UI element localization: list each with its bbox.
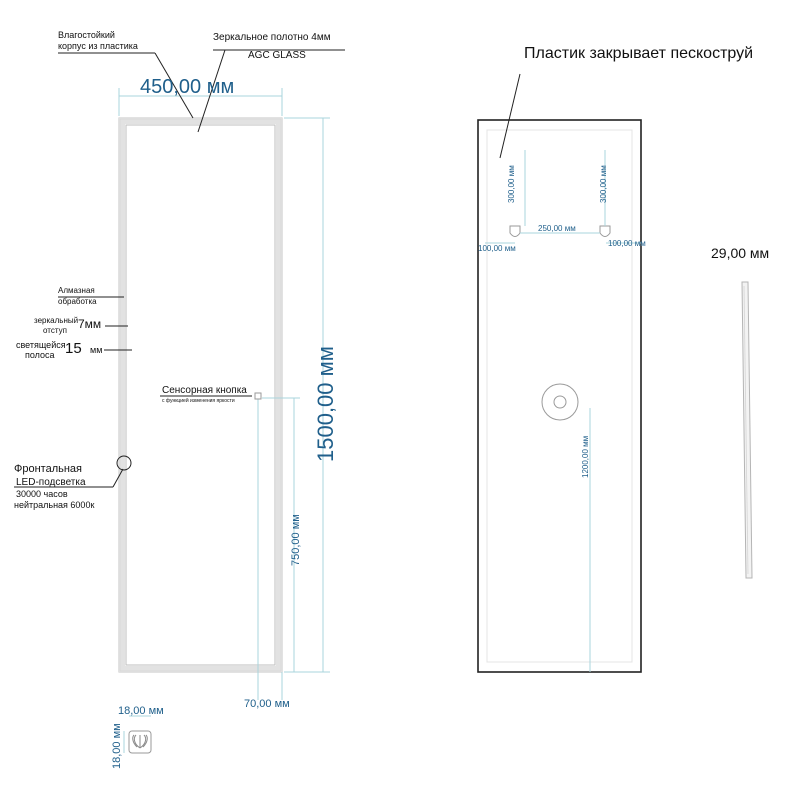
plastic-leader	[499, 73, 521, 159]
button-width-label: 18,00 мм	[118, 705, 164, 717]
mount-right-hook	[599, 225, 611, 237]
mirror-offset-label-line1: зеркальный	[34, 316, 79, 325]
sensor-label: Сенсорная кнопка	[162, 385, 247, 396]
height-dimension-label: 1500,00 мм	[313, 346, 338, 462]
height-dimension-guides	[284, 117, 330, 673]
depth-dimension-label: 29,00 мм	[711, 245, 770, 261]
strip-unit: мм	[90, 345, 103, 355]
side-profile	[741, 281, 753, 579]
touch-button-icon	[128, 730, 152, 754]
width-dimension-label: 450,00 мм	[140, 76, 235, 98]
strip-label-line1: светящейся	[16, 340, 66, 350]
button-dimension-guides	[123, 715, 151, 753]
led-label-line2: LED-подсветка	[16, 477, 86, 488]
mount-spacing-label: 250,00 мм	[538, 224, 576, 233]
outlet-inner-ring	[553, 395, 567, 409]
back-dimension-guides	[485, 150, 641, 672]
side-profile-glass-line	[743, 285, 749, 575]
sensor-sublabel: с функцией изменения яркости	[162, 398, 235, 404]
sensor-offset-label: 70,00 мм	[244, 698, 290, 710]
sensor-height-label: 750,00 мм	[290, 514, 302, 566]
led-callout-circle	[116, 455, 132, 471]
glass-label-line2: AGC GLASS	[248, 50, 306, 61]
left-side-offset-label: 100,00 мм	[478, 244, 516, 253]
button-height-label: 18,00 мм	[111, 723, 123, 769]
front-leaders	[14, 49, 345, 488]
led-strip-band	[119, 118, 282, 672]
mount-left	[509, 225, 521, 237]
led-label-line3: 30000 часов	[16, 489, 68, 499]
housing-label-line1: Влагостойкий	[58, 30, 115, 40]
strip-value: 15	[65, 340, 82, 357]
back-mirror	[477, 119, 642, 673]
plastic-label: Пластик закрывает пескоструй	[524, 45, 754, 62]
center-dim-label: 1200,00 мм	[581, 435, 590, 478]
side-view	[741, 281, 753, 579]
glass-label-line1: Зеркальное полотно 4мм	[213, 32, 331, 43]
mount-left-hook	[509, 225, 521, 237]
sensor-button-marker	[254, 392, 262, 400]
power-outlet	[541, 383, 579, 421]
width-dimension-guides	[118, 88, 283, 116]
mount-right	[599, 225, 611, 237]
left-mount-height-label: 300,00 мм	[507, 165, 516, 203]
touch-hand-glyph	[132, 734, 148, 749]
diamond-label-line1: Алмазная	[58, 286, 95, 295]
led-label-line1: Фронтальная	[14, 463, 83, 475]
right-side-offset-label: 100,00 мм	[608, 239, 646, 248]
mirror-offset-value: 7мм	[78, 317, 102, 331]
mirror-offset-label-line2: отступ	[43, 326, 67, 335]
strip-label-line2: полоса	[25, 350, 55, 360]
diamond-edge	[119, 118, 282, 672]
front-mirror	[118, 117, 283, 673]
led-leader	[112, 468, 124, 488]
back-inner-frame	[486, 129, 633, 663]
sensor-height-guides	[257, 397, 300, 700]
glass-leader	[197, 49, 226, 133]
led-label-line4: нейтральная 6000к	[14, 500, 95, 510]
housing-label-line2: корпус из пластика	[58, 41, 138, 51]
housing-leader	[154, 52, 194, 119]
back-outer-frame	[477, 119, 642, 673]
right-mount-height-label: 300,00 мм	[599, 165, 608, 203]
diamond-label-line2: обработка	[58, 297, 97, 306]
